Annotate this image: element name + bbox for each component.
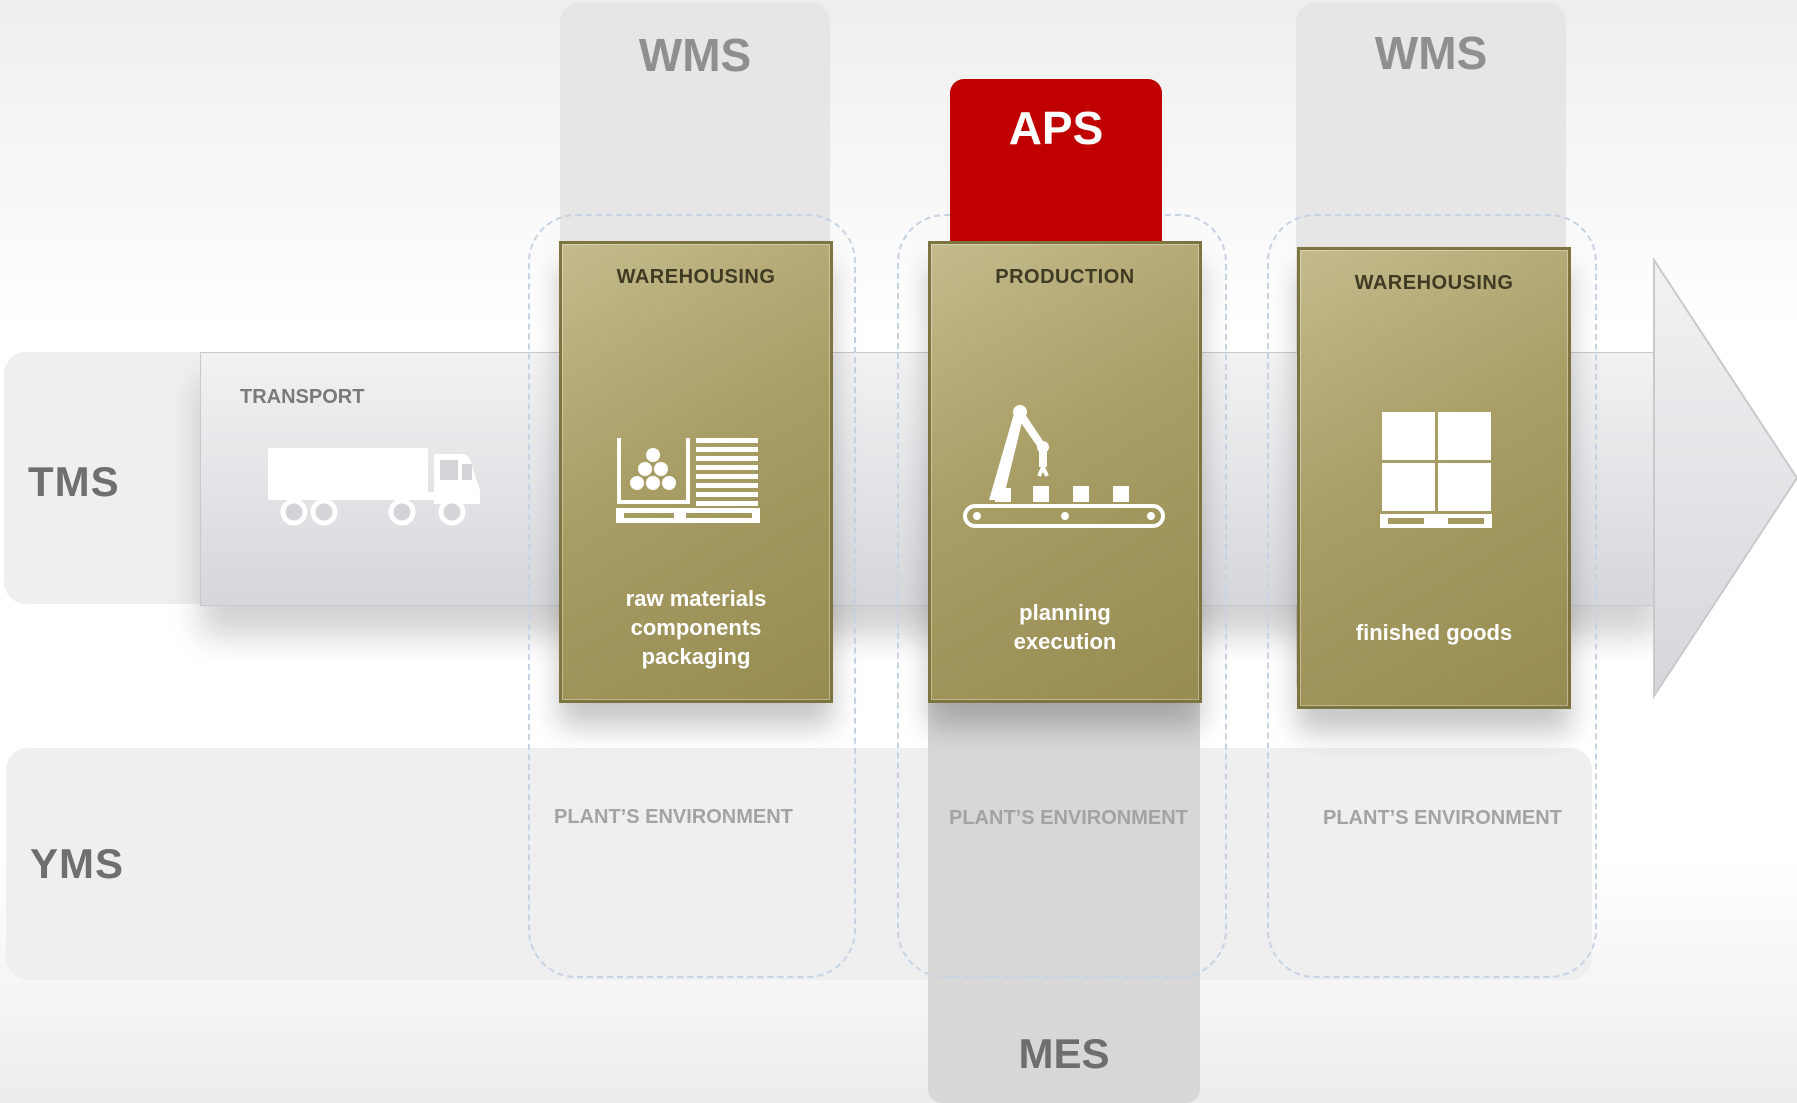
- raw-materials-icon: [616, 438, 760, 523]
- plant-environment-label-2: PLANT’S ENVIRONMENT: [949, 807, 1188, 829]
- yms-label: YMS: [30, 840, 125, 887]
- card-line: components: [630, 615, 762, 640]
- aps-block: APS: [950, 79, 1162, 243]
- warehousing-card-finished: WAREHOUSING finished goods: [1297, 247, 1571, 709]
- truck-icon: [268, 448, 480, 526]
- plant-environment-label-1: PLANT’S ENVIRONMENT: [554, 806, 793, 828]
- production-card: PRODUCTION planning execution: [928, 241, 1202, 703]
- card-line: raw materials: [625, 586, 767, 611]
- yms-band: [6, 748, 1592, 980]
- pallet-boxes-icon: [1380, 412, 1492, 528]
- wms-right-label: WMS: [1374, 27, 1488, 79]
- process-arrow-head: [1653, 256, 1797, 700]
- card-title: WAREHOUSING: [616, 266, 776, 288]
- plant-outline-1: [528, 214, 856, 978]
- plant-outline-3: [1267, 214, 1597, 978]
- card-title: PRODUCTION: [995, 266, 1135, 288]
- card-line: packaging: [641, 644, 751, 669]
- card-line: finished goods: [1355, 620, 1513, 645]
- card-line: execution: [1013, 629, 1117, 654]
- plant-environment-label-3: PLANT’S ENVIRONMENT: [1323, 807, 1562, 829]
- wms-left-label: WMS: [638, 29, 752, 81]
- mes-label: MES: [1018, 1030, 1110, 1077]
- card-description: planning execution: [931, 598, 1199, 656]
- card-description: raw materials components packaging: [562, 584, 830, 671]
- transport-label: TRANSPORT: [240, 386, 365, 408]
- aps-label: APS: [1008, 102, 1104, 154]
- warehousing-card-raw: WAREHOUSING raw materials: [559, 241, 833, 703]
- card-title: WAREHOUSING: [1354, 272, 1514, 294]
- robot-arm-conveyor-icon: [963, 405, 1165, 528]
- tms-label: TMS: [28, 458, 120, 505]
- mes-column: MES: [928, 700, 1200, 1103]
- card-description: finished goods: [1300, 618, 1568, 647]
- card-line: planning: [1019, 600, 1111, 625]
